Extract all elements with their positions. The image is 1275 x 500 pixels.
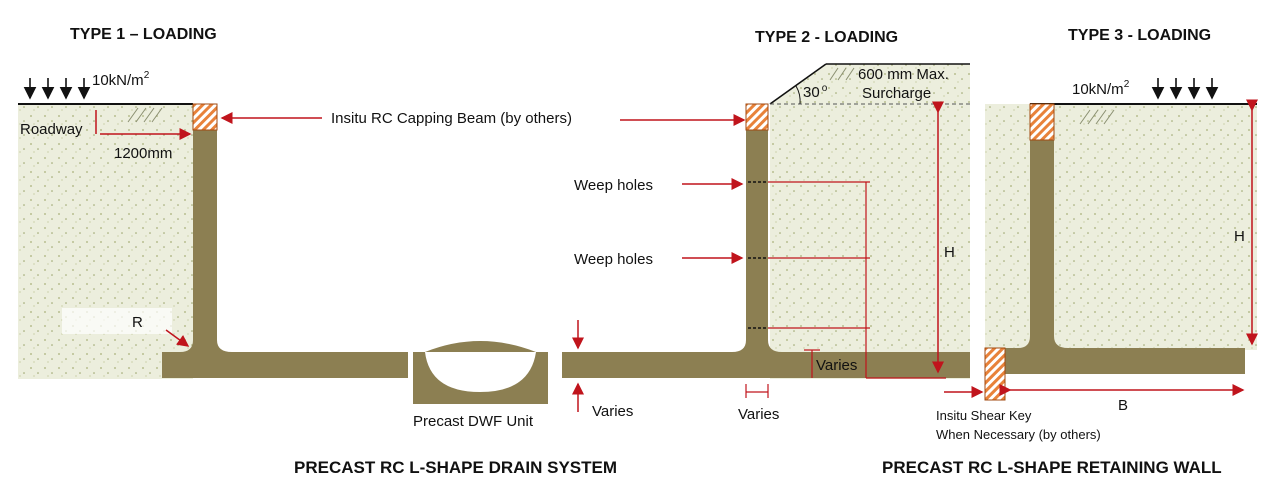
type1-load-arrows (23, 78, 91, 100)
roadway-label: Roadway (20, 121, 83, 138)
weep-spacing-dims (768, 181, 870, 378)
type3-soil (985, 104, 1257, 350)
type3-b-label: B (1118, 397, 1128, 414)
type3-h-label: H (1234, 228, 1245, 245)
weep-hole-markers (748, 181, 768, 329)
radius-label: R (132, 314, 143, 331)
type1-capping-beam (192, 103, 218, 131)
drain-system-caption: PRECAST RC L-SHAPE DRAIN SYSTEM (294, 458, 617, 477)
type2-surcharge-wedge (770, 64, 970, 104)
type1-load-label: 10kN/m2 (92, 70, 150, 89)
shear-key (984, 347, 1006, 401)
type2-slope-line (769, 63, 827, 105)
angle-arc (795, 85, 801, 105)
retaining-wall-caption: PRECAST RC L-SHAPE RETAINING WALL (882, 458, 1222, 477)
type3-section: TYPE 3 - LOADING 10kN/m2 H B Insitu Shea… (936, 27, 1258, 442)
surcharge-line2: Surcharge (862, 85, 931, 102)
dim-1200-label: 1200mm (114, 145, 172, 162)
type2-h-label: H (944, 244, 955, 261)
type1-stem (162, 130, 408, 378)
type1-heading: TYPE 1 – LOADING (70, 26, 217, 43)
type2-heading: TYPE 2 - LOADING (755, 29, 898, 46)
type2-soil (770, 104, 970, 379)
shear-key-label-2: When Necessary (by others) (936, 427, 1101, 442)
type1-section: TYPE 1 – LOADING 10kN/m2 Roadway 1200mm … (18, 26, 408, 379)
type3-heading: TYPE 3 - LOADING (1068, 27, 1211, 44)
dwf-unit: Precast DWF Unit (413, 341, 548, 430)
shear-key-label-1: Insitu Shear Key (936, 408, 1032, 423)
r-label-bg (62, 308, 172, 334)
surcharge-line1: 600 mm Max. (858, 66, 949, 83)
weep-holes-label-2: Weep holes (574, 251, 653, 268)
capping-beam-label: Insitu RC Capping Beam (by others) (331, 110, 572, 127)
type2-stem (562, 130, 970, 378)
type3-load-label: 10kN/m2 (1072, 79, 1130, 98)
varies-b-label: Varies (738, 406, 779, 423)
type3-load-arrows (1151, 78, 1219, 100)
type3-hatch-marks (1079, 109, 1115, 125)
type3-capping-beam (1029, 103, 1055, 141)
radius-arrow (165, 329, 190, 347)
type2-hatch-marks (829, 67, 855, 81)
type3-stem (1005, 140, 1245, 374)
type1-hatch-marks (127, 107, 163, 123)
varies-c-label: Varies (816, 357, 857, 374)
varies-a-label: Varies (592, 403, 633, 420)
weep-holes-label-1: Weep holes (574, 177, 653, 194)
dwf-label: Precast DWF Unit (413, 413, 534, 430)
type2-capping-beam (745, 103, 769, 131)
